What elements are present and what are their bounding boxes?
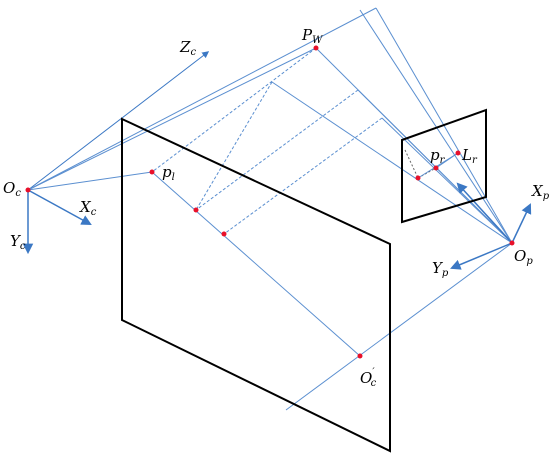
projector-image-plane <box>401 108 487 224</box>
label-yp: Yp <box>432 259 449 279</box>
xc-axis-arrow <box>27 189 92 226</box>
optical-axis-line <box>151 171 361 357</box>
ray-oc-pl <box>27 171 153 191</box>
label-pr: pr <box>430 146 446 166</box>
projector-axes <box>450 182 532 270</box>
ray-oc-pw <box>27 47 317 191</box>
labels: Oc Zc Xc Yc PW pl pr Lr Op Xp Yp O′c <box>3 26 550 389</box>
points <box>25 45 515 359</box>
zc-axis-arrow <box>27 51 210 191</box>
ray-m1-op <box>271 81 513 244</box>
label-zc: Zc <box>179 38 196 58</box>
label-pw: PW <box>301 26 323 46</box>
baseline-ray <box>285 242 513 411</box>
label-xc: Xc <box>79 198 97 218</box>
dash-pr-mid <box>417 167 437 179</box>
point-oc <box>25 187 31 193</box>
ray-oc-top <box>27 7 377 191</box>
point-ocp <box>357 353 363 359</box>
label-yc: Yc <box>10 232 26 252</box>
plane-projections <box>151 47 383 235</box>
label-pl: pl <box>162 163 175 183</box>
label-op: Op <box>514 247 533 267</box>
label-oc: Oc <box>3 179 21 199</box>
point-pw <box>313 45 319 51</box>
point-lr <box>455 150 461 156</box>
camera-axes <box>22 51 210 255</box>
label-xp: Xp <box>531 182 550 202</box>
point-m2 <box>221 231 227 237</box>
point-op <box>509 240 515 246</box>
yp-axis-arrow <box>450 242 513 270</box>
projector-plane-lines <box>404 149 459 179</box>
optical-axis <box>151 171 513 411</box>
ray-m4-op <box>359 9 513 244</box>
point-m1 <box>193 207 199 213</box>
camera-image-plane <box>121 117 391 453</box>
point-pr-base <box>415 175 421 181</box>
dash-pr-left <box>404 149 419 179</box>
dash-pw-pl <box>151 47 317 173</box>
label-ocp: O′c <box>360 367 377 389</box>
point-pr <box>433 165 439 171</box>
zp-axis-arrow <box>456 182 513 244</box>
dash-m2 <box>195 89 359 211</box>
dash-m3 <box>223 117 383 235</box>
camera-rays <box>27 7 377 191</box>
label-lr: Lr <box>461 146 478 166</box>
point-pl <box>149 169 155 175</box>
line-pr-up <box>417 152 459 179</box>
xp-axis-arrow <box>511 203 532 244</box>
